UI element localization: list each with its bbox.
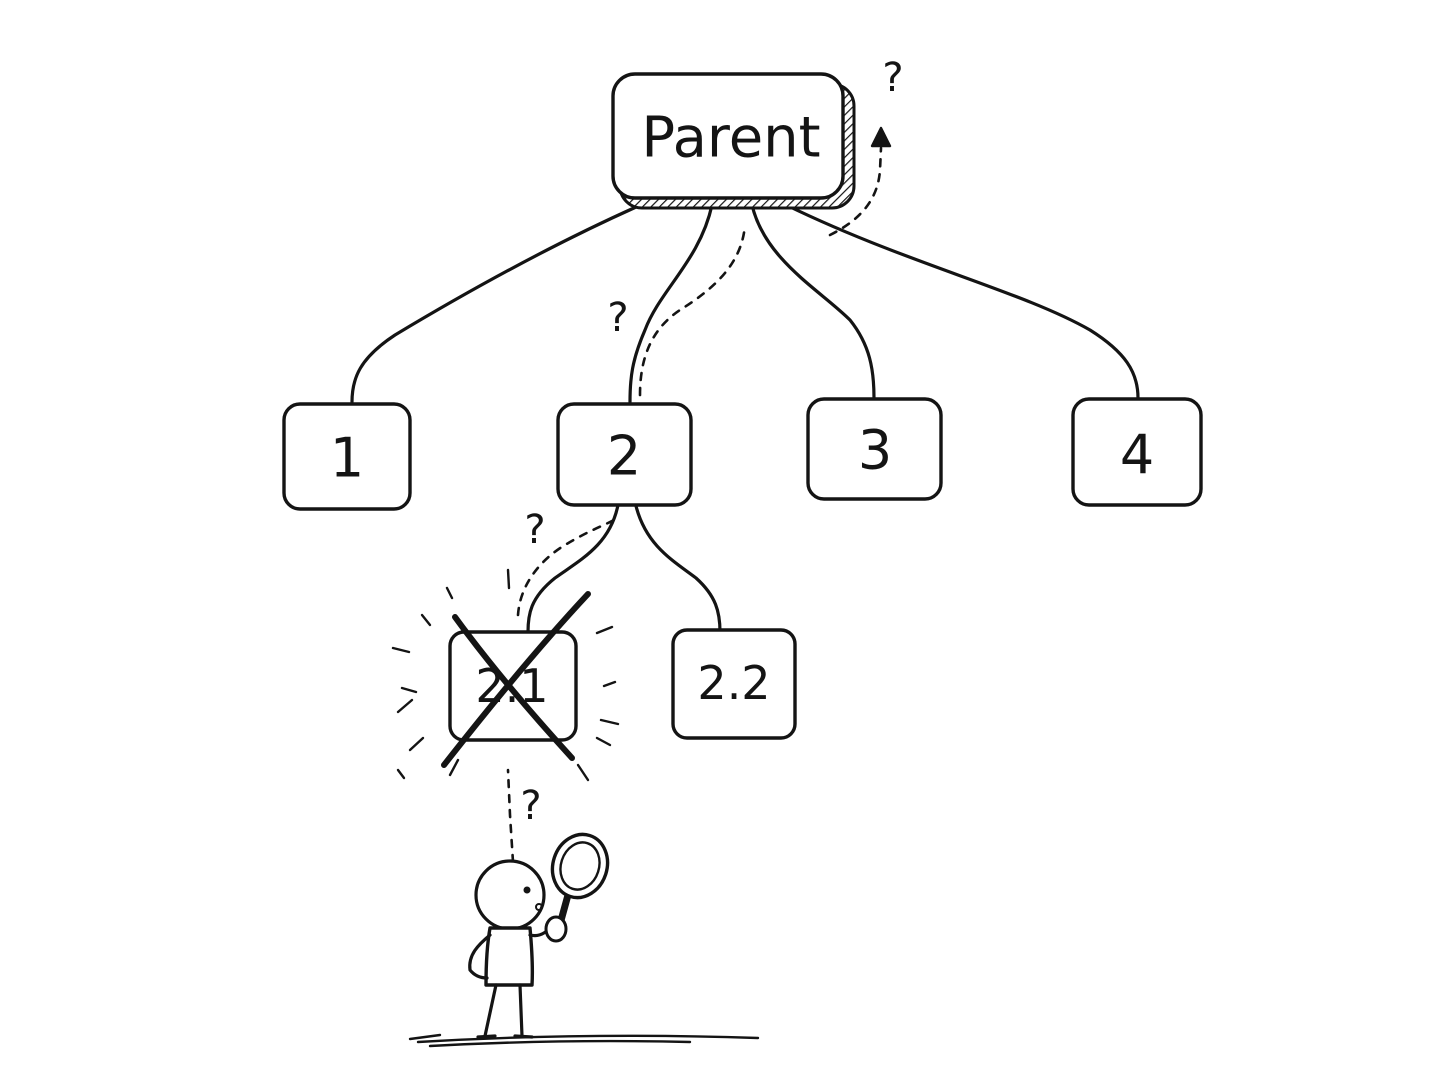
connectors bbox=[350, 198, 1140, 634]
cross-out-icon bbox=[441, 591, 591, 768]
child-node-3[interactable]: 3 bbox=[806, 397, 943, 501]
child-node-2-box bbox=[556, 402, 693, 507]
edge-2-to-2.1 bbox=[526, 503, 620, 634]
edge-parent-to-3 bbox=[750, 203, 876, 400]
ground-lines bbox=[408, 1033, 760, 1048]
question-mark-parent: ? bbox=[882, 55, 903, 101]
parent-node-box bbox=[611, 72, 845, 200]
dashed-arrow-head bbox=[870, 126, 892, 148]
question-mark-figure: ? bbox=[520, 783, 541, 829]
figure-arm-left bbox=[468, 933, 492, 980]
grandchild-node-2.2-label: 2.2 bbox=[697, 656, 770, 710]
question-mark-node-2.1: ? bbox=[524, 507, 545, 553]
magnifying-glass-icon bbox=[544, 832, 610, 943]
figure-leg-right bbox=[518, 983, 524, 1038]
child-node-1-label: 1 bbox=[330, 427, 364, 490]
dashed-path-2-to-parent bbox=[638, 223, 747, 397]
edge-parent-to-1 bbox=[350, 198, 654, 404]
dashed-arrow-icon bbox=[828, 146, 883, 237]
figure-mouth bbox=[535, 903, 543, 911]
grandchild-node-2.1[interactable]: 2.1 bbox=[391, 568, 620, 782]
figure-head bbox=[474, 859, 546, 931]
dashed-path-figure-to-2.1 bbox=[506, 768, 515, 864]
edge-2-to-2.2 bbox=[634, 504, 722, 634]
search-paths bbox=[506, 126, 892, 864]
grandchild-node-2.1-box bbox=[448, 630, 578, 742]
figure-body bbox=[484, 926, 535, 987]
stick-figure-icon bbox=[408, 832, 760, 1048]
child-node-1[interactable]: 1 bbox=[282, 402, 412, 511]
edge-parent-to-4 bbox=[774, 198, 1140, 400]
parent-node-label: Parent bbox=[641, 106, 820, 171]
grandchild-node-2.2-box bbox=[671, 628, 797, 740]
child-node-1-box bbox=[282, 402, 412, 511]
figure-eye bbox=[523, 886, 531, 894]
child-node-2-label: 2 bbox=[607, 425, 641, 488]
child-node-4-label: 4 bbox=[1120, 424, 1154, 487]
question-marks: ? ? ? ? bbox=[520, 55, 903, 829]
burst-lines bbox=[391, 568, 620, 782]
child-node-4[interactable]: 4 bbox=[1071, 397, 1203, 507]
child-node-4-box bbox=[1071, 397, 1203, 507]
figure-leg-left bbox=[483, 983, 498, 1038]
parent-node[interactable]: Parent bbox=[611, 72, 856, 210]
question-mark-node-2: ? bbox=[607, 295, 628, 341]
figure-foot-left bbox=[476, 1034, 497, 1039]
child-node-3-label: 3 bbox=[858, 419, 892, 482]
grandchild-node-2.2[interactable]: 2.2 bbox=[671, 628, 797, 740]
child-node-2[interactable]: 2 bbox=[556, 402, 693, 507]
edge-parent-to-2 bbox=[628, 203, 714, 404]
child-node-3-box bbox=[806, 397, 943, 501]
